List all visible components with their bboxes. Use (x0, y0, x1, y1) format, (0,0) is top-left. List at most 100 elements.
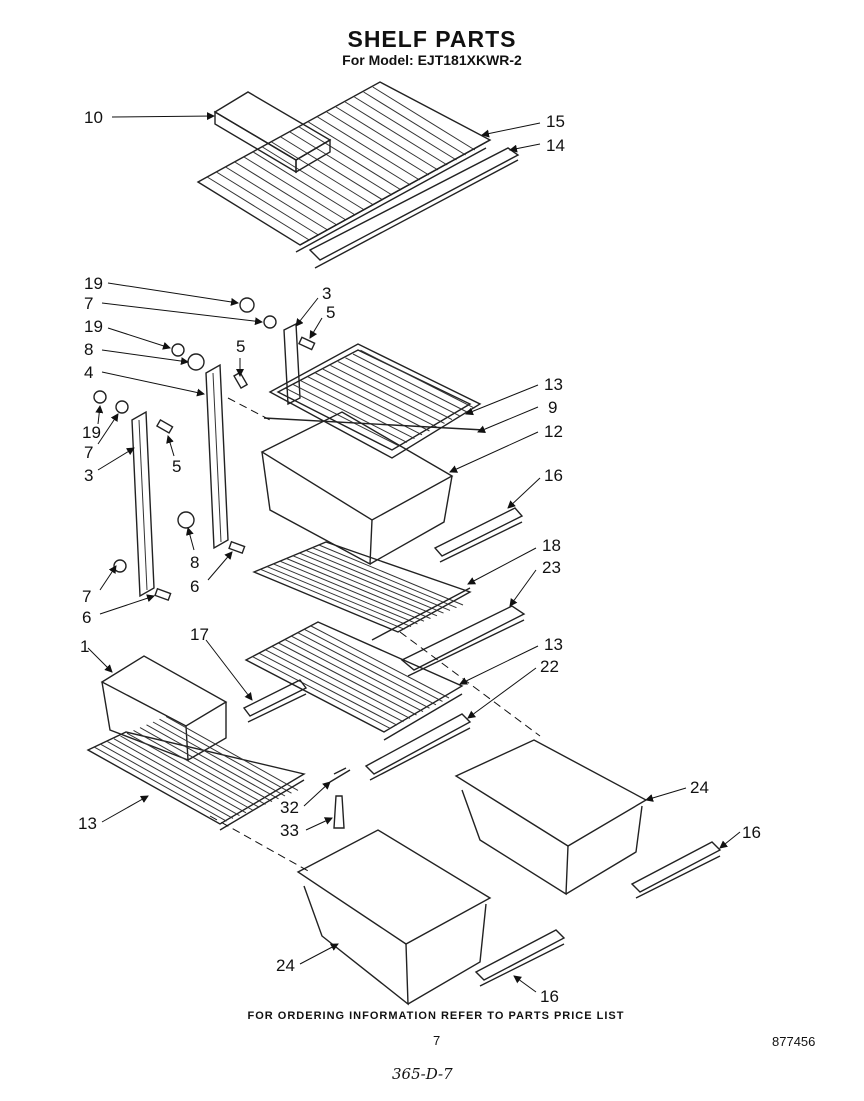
shelf-ladder-left (131, 410, 155, 598)
model-subtitle: For Model: EJT181XKWR-2 (342, 52, 522, 68)
shelf-rib (271, 141, 374, 206)
callout-label: 13 (544, 635, 563, 654)
shelf-rib (305, 549, 451, 611)
shelf-rib (206, 176, 310, 241)
callout-label: 18 (542, 536, 561, 555)
shelf-rib (363, 91, 466, 156)
shelf-rib (300, 380, 415, 440)
shelf-rib (310, 625, 450, 699)
shelf-rib (326, 111, 430, 176)
shelf-rib (120, 735, 253, 811)
shelf-rib (126, 732, 260, 808)
callout-label: 12 (544, 422, 563, 441)
callout-label: 8 (190, 553, 199, 572)
shelf-rib (360, 349, 475, 409)
shelf-rib (234, 161, 338, 226)
shelf-rib (284, 639, 424, 713)
callout-label: 22 (540, 657, 559, 676)
callout-label: 5 (236, 337, 245, 356)
alignment-line (227, 397, 271, 421)
crisper-pan-bottom (296, 829, 492, 1006)
shelf-rib (354, 96, 457, 161)
shelf-rib (94, 746, 227, 822)
ordering-note: FOR ORDERING INFORMATION REFER TO PARTS … (247, 1010, 625, 1022)
callout-label: 23 (542, 558, 561, 577)
shelf-rib (225, 166, 328, 231)
shelf-rib (139, 727, 273, 803)
shelf-rib (146, 724, 279, 800)
callout-label: 1 (80, 637, 89, 656)
upper-crisper-pan (260, 411, 454, 566)
shelf-rib (318, 544, 464, 606)
trim-16-right (630, 841, 722, 899)
cover-support (329, 767, 351, 829)
bottom-left-shelf (86, 715, 306, 831)
shelf-rib (279, 560, 425, 622)
freezer-wire-shelf (196, 81, 492, 253)
shelf-rib (308, 121, 411, 186)
shelf-rib (216, 171, 319, 236)
shelf-rib (304, 628, 443, 702)
callout-labels: 10 15 14 19 7 19 8 4 19 7 3 3 5 5 5 8 6 … (78, 108, 761, 1006)
callout-label: 13 (544, 375, 563, 394)
callout-label: 14 (546, 136, 565, 155)
shelf-rib (286, 558, 431, 619)
shelf-rib (260, 568, 405, 630)
callout-label: 7 (84, 294, 93, 313)
callout-label: 32 (280, 798, 299, 817)
upper-glass-shelf (263, 343, 485, 459)
shelf-rib (133, 729, 266, 805)
shelf-rib (100, 743, 234, 819)
shelf-rib (107, 741, 240, 817)
shelf-rib (278, 642, 417, 716)
shelf-rib (152, 721, 286, 797)
document-number: 877456 (772, 1034, 816, 1049)
callout-label: 17 (190, 625, 209, 644)
callout-label: 10 (84, 108, 103, 127)
callout-label: 6 (190, 577, 199, 596)
shelf-rib (322, 368, 438, 428)
callout-label: 16 (544, 466, 563, 485)
shelf-rib (266, 566, 412, 628)
leader-lines (87, 112, 741, 993)
shelf-rib (292, 383, 408, 443)
shelf-rib (113, 738, 247, 814)
shelf-rib (335, 106, 439, 171)
shelf-rib (165, 715, 299, 791)
callout-label: 5 (172, 457, 181, 476)
callout-label: 19 (82, 423, 101, 442)
shelf-rib (252, 656, 391, 730)
callout-label: 9 (548, 398, 557, 417)
callout-label: 8 (84, 340, 93, 359)
trim-17 (242, 679, 308, 723)
callout-label: 16 (540, 987, 559, 1006)
shelf-rib (312, 547, 457, 609)
fittings (93, 297, 316, 602)
shelf-rib (265, 649, 404, 723)
shelf-rib (317, 116, 420, 181)
shelf-rib (258, 652, 398, 726)
shelf-rib (262, 146, 365, 211)
shelf-rib (299, 552, 444, 614)
shelf-ladder-center (205, 363, 229, 550)
page-number: 7 (433, 1033, 441, 1048)
alignment-line (209, 815, 311, 873)
trim-16-bottom (474, 929, 566, 987)
shelf-rib (273, 563, 418, 625)
shelf-ladder-right (283, 322, 301, 406)
shelf-rib (285, 387, 400, 447)
shelf-rib (292, 555, 438, 617)
shelf-rib (159, 718, 292, 794)
shelf-rib (344, 101, 448, 166)
callout-label: 13 (78, 814, 97, 833)
shelf-rib (330, 364, 445, 424)
trim-16-upper (433, 507, 524, 563)
dairy-bin (100, 655, 228, 762)
shelf-rib (291, 635, 430, 709)
shelf-rib (243, 156, 347, 221)
shelf-rib (337, 361, 453, 421)
callout-label: 24 (276, 956, 295, 975)
callout-label: 6 (82, 608, 91, 627)
shelf-rib (297, 632, 437, 706)
